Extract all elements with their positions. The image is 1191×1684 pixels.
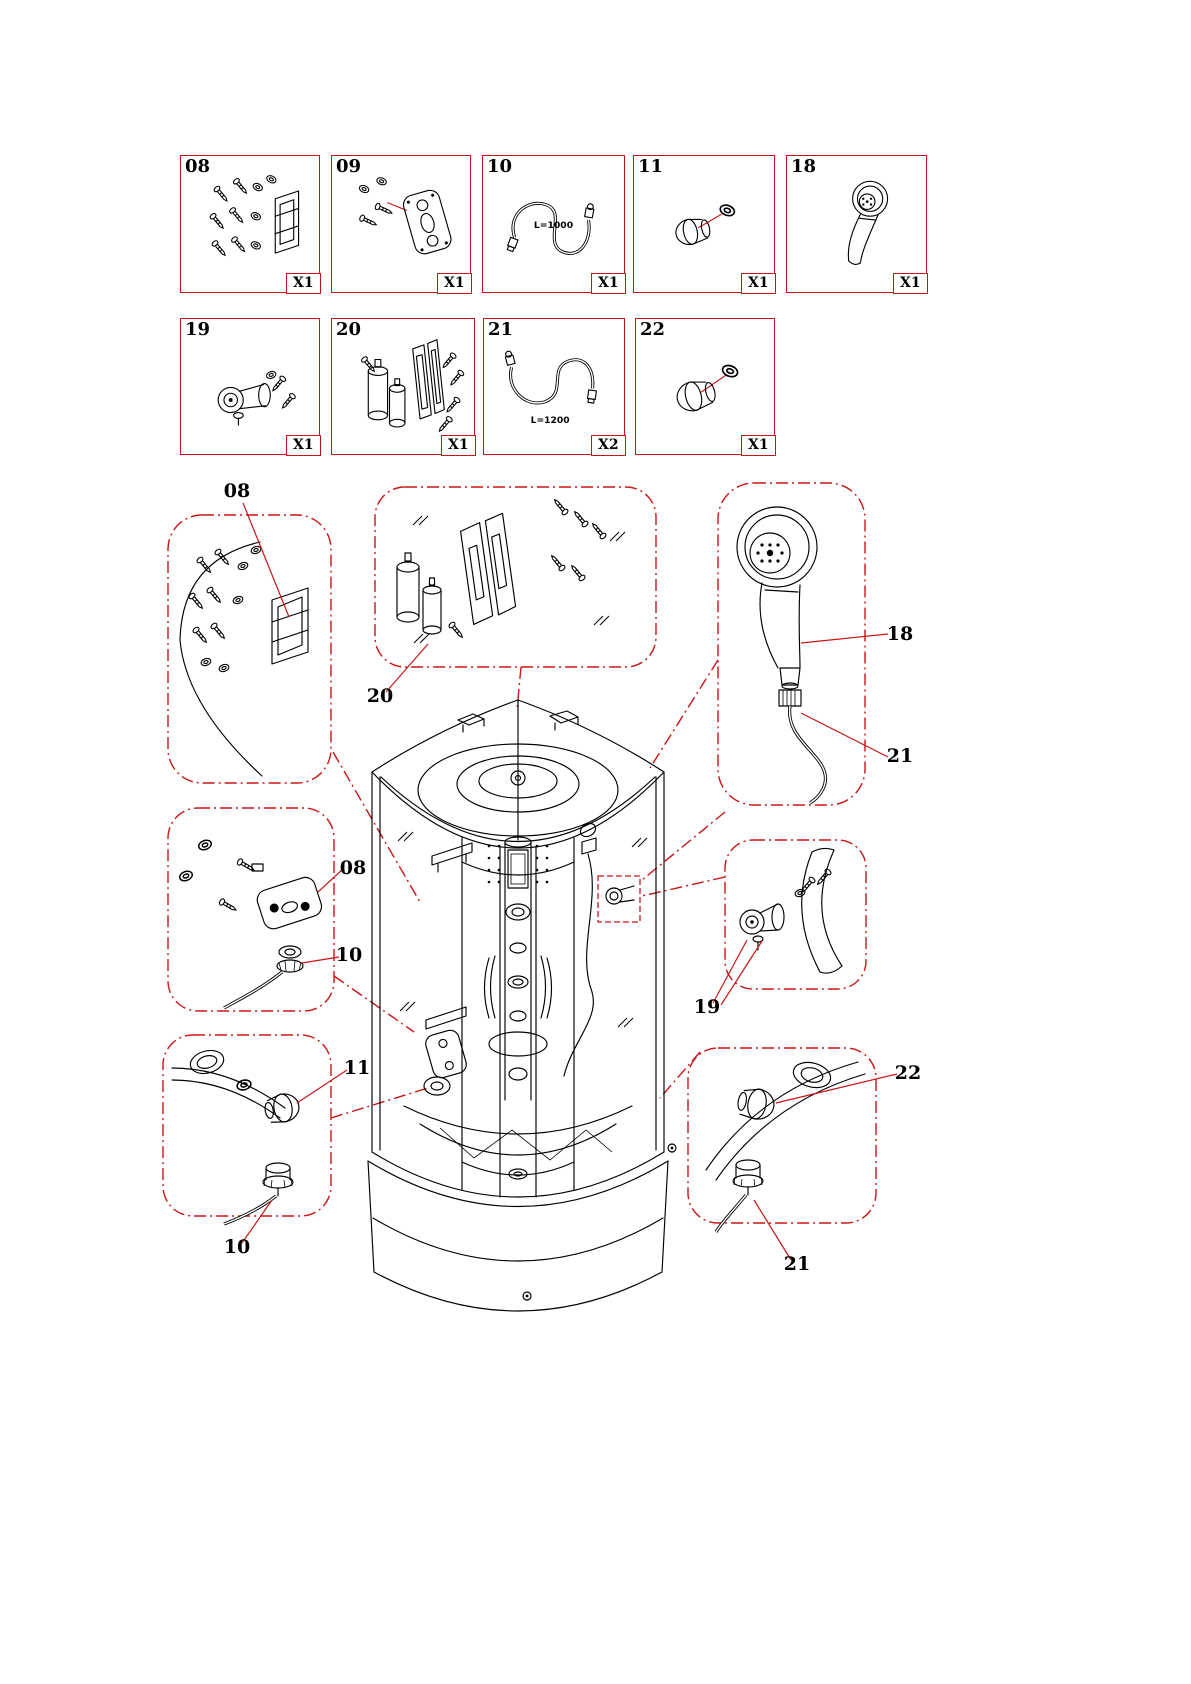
detail-valve-corner	[739, 847, 843, 974]
part-box-10: 10 L=1000 X1	[482, 155, 626, 294]
part-number: 20	[336, 319, 362, 340]
part-number: 22	[640, 319, 666, 340]
detail-dispenser-rack	[396, 497, 626, 644]
part-box-19: 19 X1	[180, 318, 321, 456]
callout-leader-lines	[241, 502, 898, 1261]
callout-label-08-top: 08	[224, 480, 250, 502]
detail-tray-corner-left	[171, 1049, 300, 1226]
callout-connectors	[330, 659, 726, 1119]
callout-frames	[162, 482, 877, 1224]
detail-tray-corner-right	[705, 1061, 866, 1233]
quantity-badge: X1	[590, 272, 626, 294]
quantity-badge: X1	[436, 272, 472, 294]
callout-label-18: 18	[887, 623, 913, 645]
dispenser-rack-screws-icon	[360, 339, 466, 434]
quantity-badge: X1	[740, 272, 776, 294]
shower-cabin-drawing	[367, 699, 677, 1312]
quantity-badge: X2	[590, 434, 626, 456]
part-box-20: 20	[331, 318, 476, 456]
part-box-22: 22 X1	[635, 318, 776, 456]
inlet-cap-washer-icon	[676, 362, 740, 412]
quantity-badge: X1	[285, 434, 321, 456]
inlet-cap-washer-icon	[675, 202, 737, 246]
quantity-badge: X1	[892, 272, 928, 294]
part-number: 11	[638, 156, 664, 177]
part-number: 18	[791, 156, 817, 177]
part-box-09: 09 X1	[331, 155, 472, 294]
quantity-badge: X1	[740, 434, 776, 456]
valve-screws-icon	[217, 369, 297, 426]
callout-label-10-bottom: 10	[224, 1236, 250, 1258]
callout-label-11: 11	[344, 1057, 370, 1079]
mounting-plate-screws-icon	[357, 175, 452, 255]
callout-label-08-mid: 08	[340, 857, 366, 879]
detail-wall-bar	[179, 541, 309, 777]
hose-length-label: L=1200	[531, 415, 570, 426]
callout-label-22: 22	[895, 1062, 921, 1084]
part-number: 21	[488, 319, 514, 340]
part-box-18: 18 X1	[786, 155, 928, 294]
callout-label-10-mid: 10	[336, 944, 362, 966]
hose-length-label: L=1000	[534, 220, 573, 231]
jet-dots	[487, 844, 549, 884]
part-number: 09	[336, 156, 362, 177]
part-box-08: 08 X1	[180, 155, 321, 294]
part-number: 10	[487, 156, 513, 177]
valve-position-marker	[597, 875, 641, 923]
part-box-11: 11 X1	[633, 155, 776, 294]
part-number: 08	[185, 156, 211, 177]
quantity-badge: X1	[285, 272, 321, 294]
shower-hose-icon: L=1000	[506, 201, 595, 255]
part-number: 19	[185, 319, 211, 340]
quantity-badge: X1	[440, 434, 476, 456]
callout-label-21-right: 21	[887, 745, 913, 767]
detail-plate-fitting	[177, 837, 323, 1010]
hand-shower-icon	[847, 180, 889, 265]
callout-label-21-bottom: 21	[784, 1253, 810, 1275]
callout-label-19: 19	[694, 996, 720, 1018]
callout-label-20: 20	[367, 685, 393, 707]
wall-bar-screws-icon	[208, 173, 300, 258]
detail-hand-shower	[736, 506, 828, 805]
shower-hose-icon: L=1200	[504, 350, 597, 426]
part-box-21: 21 L=1200 X2	[483, 318, 626, 456]
